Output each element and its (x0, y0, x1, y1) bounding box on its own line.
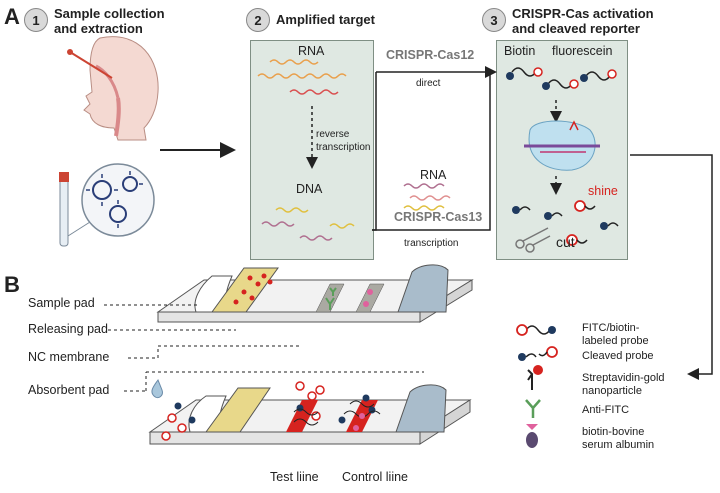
legend-item-anti-fitc: Anti-FITC (582, 404, 629, 417)
cut-label: cut (556, 234, 575, 250)
fluorescein-label: fluorescein (552, 44, 613, 58)
to-legend-arrow (630, 154, 713, 380)
step-3-circle: 3 (482, 8, 506, 32)
rna-transcript-label: RNA (420, 168, 447, 182)
label-leader-lines (104, 304, 424, 392)
reverse-label-line1: reverse (316, 129, 350, 140)
sample-pad-label: Sample pad (28, 296, 95, 310)
legend-text-line: Anti-FITC (582, 404, 630, 416)
cas12-label: CRISPR-Cas12 (386, 48, 475, 62)
head-profile-icon (67, 36, 159, 141)
bsa-icon (526, 424, 538, 448)
panel-a-letter: A (4, 4, 20, 29)
rna-label: RNA (298, 44, 325, 58)
absorbent-pad-label: Absorbent pad (28, 383, 110, 397)
reporter-probes-icon (506, 67, 617, 90)
step-1-circle: 1 (24, 8, 48, 32)
sample-tube-icon (59, 172, 69, 247)
legend-item-cleaved-probe: Cleaved probe (582, 350, 654, 363)
cas-complex-icon (524, 120, 600, 171)
step-1-title: Sample collection and extraction (54, 6, 165, 36)
shine-label: shine (588, 184, 618, 198)
legend-item-gold-nanoparticle: Streptavidin-gold nanoparticle (582, 372, 665, 398)
step-1-title-line1: Sample collection (54, 6, 165, 21)
cas13-label: CRISPR-Cas13 (394, 210, 483, 224)
rna-strands-icon (257, 59, 347, 95)
virus-magnifier-icon (67, 163, 155, 237)
labeled-probe-icon (516, 324, 556, 336)
control-line-label: Control liine (342, 470, 409, 484)
cleaved-probes-icon (512, 200, 619, 246)
legend-text-line: Cleaved probe (582, 350, 654, 362)
cleaved-probe-icon (518, 346, 558, 361)
legend-text-line: labeled probe (582, 335, 649, 347)
path-bracket-line (372, 72, 377, 231)
nc-membrane-label: NC membrane (28, 350, 110, 364)
legend-text-line: serum albumin (582, 439, 655, 451)
upper-strip (156, 264, 474, 323)
legend-item-labeled-probe: FITC/biotin- labeled probe (582, 322, 649, 348)
step-1-title-line2: and extraction (54, 21, 143, 36)
dna-strands-icon (261, 207, 355, 241)
scissors-icon (515, 227, 551, 253)
lower-strip (148, 378, 472, 445)
legend-text-line: nanoparticle (582, 385, 642, 397)
legend-text-line: biotin-bovine (582, 426, 645, 438)
legend-item-bsa: biotin-bovine serum albumin (582, 426, 654, 452)
legend-text-line: FITC/biotin- (582, 322, 640, 334)
cas13-path-line (372, 72, 491, 231)
step-3-title-line2: and cleaved reporter (512, 21, 640, 36)
anti-fitc-icon (525, 399, 541, 418)
direct-label: direct (416, 78, 441, 89)
releasing-pad-label: Releasing pad (28, 322, 108, 336)
step-3-title: CRISPR-Cas activation and cleaved report… (512, 6, 654, 36)
legend-text-line: Streptavidin-gold (582, 372, 665, 384)
rna-transcripts-icon (403, 183, 451, 211)
step-2-title: Amplified target (276, 12, 375, 27)
reverse-label: reverse transcription (316, 128, 370, 154)
step-3-title-line1: CRISPR-Cas activation (512, 6, 654, 21)
transcription-label: transcription (404, 238, 459, 249)
test-line-label: Test liine (270, 470, 319, 484)
biotin-label: Biotin (504, 44, 536, 58)
panel-b-letter: B (4, 272, 20, 297)
gold-nanoparticle-icon (527, 365, 543, 390)
reverse-label-line2: transcription (316, 142, 371, 153)
dna-label: DNA (296, 182, 323, 196)
step-2-circle: 2 (246, 8, 270, 32)
